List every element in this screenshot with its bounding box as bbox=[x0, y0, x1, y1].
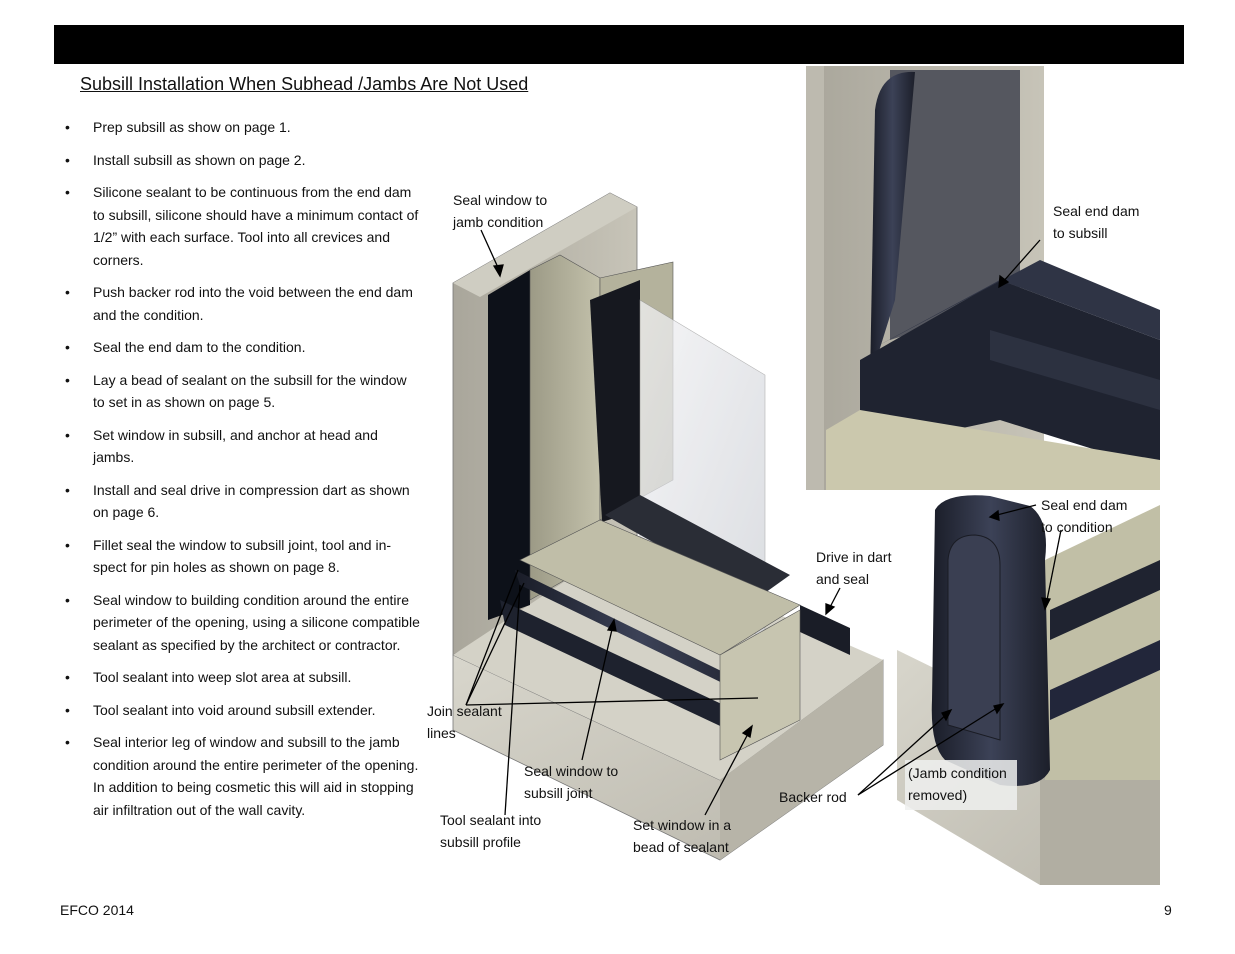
step-item: Install subsill as shown on page 2. bbox=[62, 149, 422, 172]
step-item: Install and seal drive in compression da… bbox=[62, 479, 422, 524]
callout-seal-window-to-subsill: Seal window to subsill joint bbox=[524, 763, 619, 801]
callout-backer-rod: Backer rod bbox=[779, 789, 847, 805]
step-item: Prep subsill as show on page 1. bbox=[62, 116, 422, 139]
section-title: Subsill Installation When Subhead /Jambs… bbox=[80, 74, 529, 94]
step-item: Tool sealant into void around subsill ex… bbox=[62, 699, 422, 722]
callout-tool-sealant-subsill-profile: Tool sealant into subsill profile bbox=[440, 812, 542, 850]
callout-seal-end-dam-to-condition: Seal end dam to condition bbox=[1041, 497, 1128, 535]
step-item: Tool sealant into weep slot area at subs… bbox=[62, 666, 422, 689]
page-number: 9 bbox=[1164, 902, 1172, 918]
step-item: Set window in subsill, and anchor at hea… bbox=[62, 424, 422, 469]
step-item: Fillet seal the window to subsill joint,… bbox=[62, 534, 422, 579]
step-item: Seal window to building condition around… bbox=[62, 589, 422, 657]
callout-seal-end-dam-to-subsill: Seal end dam to subsill bbox=[1053, 203, 1140, 241]
leader-lines bbox=[465, 229, 1062, 816]
callout-jamb-condition-removed: (Jamb condition removed) bbox=[908, 765, 1007, 803]
callout-drive-in-dart: Drive in dart and seal bbox=[816, 549, 892, 587]
main-assembly-drawing bbox=[452, 192, 884, 861]
step-item: Silicone sealant to be continuous from t… bbox=[62, 181, 422, 271]
footer-company-year: EFCO 2014 bbox=[60, 902, 134, 918]
callout-seal-window-to-jamb: Seal window to jamb condition bbox=[453, 192, 548, 230]
end-dam-detail-top bbox=[806, 66, 1160, 490]
header-bar bbox=[54, 25, 1184, 64]
step-item: Push backer rod into the void between th… bbox=[62, 281, 422, 326]
callout-set-window-in-bead: Set window in a bead of sealant bbox=[633, 817, 732, 855]
step-item: Seal the end dam to the condition. bbox=[62, 336, 422, 359]
step-item: Seal interior leg of window and subsill … bbox=[62, 731, 422, 821]
end-dam-detail-bottom bbox=[897, 495, 1160, 885]
callout-join-sealant-lines: Join sealant lines bbox=[427, 703, 502, 741]
installation-steps-list: Prep subsill as show on page 1. Install … bbox=[62, 116, 422, 831]
step-item: Lay a bead of sealant on the subsill for… bbox=[62, 369, 422, 414]
